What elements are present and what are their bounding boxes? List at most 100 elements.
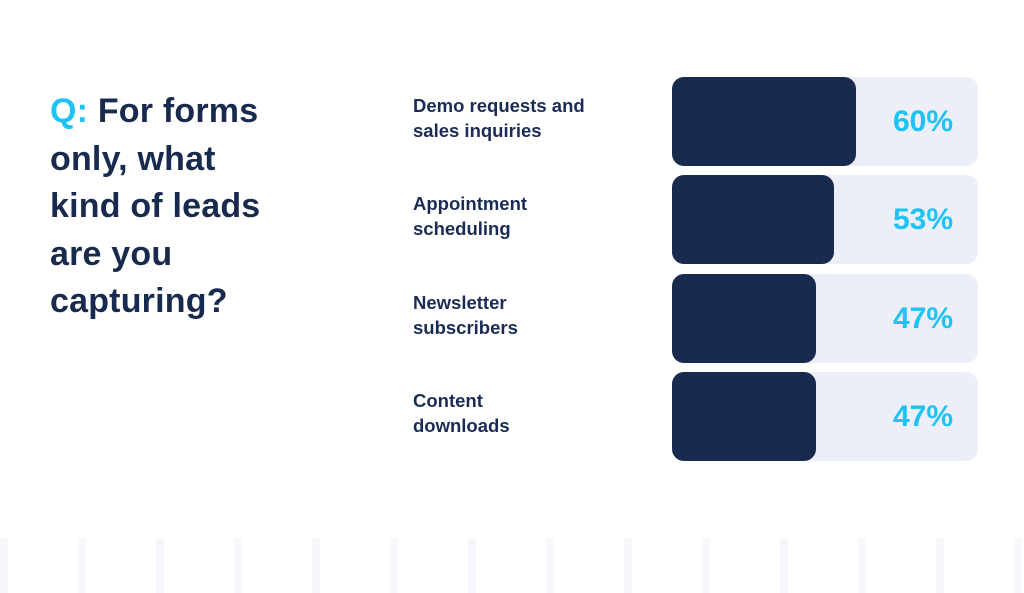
grid-cell	[554, 7, 624, 65]
grid-cell	[320, 139, 390, 197]
grid-cell	[1022, 271, 1024, 329]
grid-cell	[554, 403, 624, 461]
grid-cell	[554, 205, 624, 263]
grid-cell	[398, 535, 468, 593]
bar-label: Newsletter subscribers	[413, 290, 653, 340]
grid-cell	[8, 469, 78, 527]
grid-cell	[710, 7, 780, 65]
bar-fill	[672, 77, 856, 166]
bar-label-line-2: sales inquiries	[413, 120, 542, 141]
grid-cell	[398, 469, 468, 527]
grid-cell	[8, 403, 78, 461]
bar-label-line-1: Appointment	[413, 193, 528, 214]
bar-value: 47%	[892, 302, 953, 335]
grid-cell	[788, 535, 858, 593]
grid-cell	[164, 205, 234, 263]
grid-cell	[242, 139, 312, 197]
grid-cell	[476, 7, 546, 65]
grid-cell	[1022, 73, 1024, 131]
grid-cell	[86, 403, 156, 461]
grid-cell	[476, 139, 546, 197]
grid-cell	[320, 73, 390, 131]
grid-cell	[1022, 403, 1024, 461]
grid-cell	[164, 73, 234, 131]
grid-cell	[86, 139, 156, 197]
question-prefix: Q:	[50, 92, 89, 130]
grid-cell	[710, 469, 780, 527]
grid-cell	[632, 469, 702, 527]
grid-cell	[398, 73, 468, 131]
grid-cell	[8, 139, 78, 197]
grid-cell	[788, 7, 858, 65]
grid-cell	[320, 205, 390, 263]
grid-cell	[554, 139, 624, 197]
grid-cell	[242, 403, 312, 461]
grid-cell	[86, 7, 156, 65]
grid-cell	[476, 535, 546, 593]
grid-cell	[86, 469, 156, 527]
grid-cell	[242, 469, 312, 527]
grid-cell	[320, 271, 390, 329]
grid-cell	[164, 7, 234, 65]
bar-row-newsletter-subscribers: Newsletter subscribers 47%	[0, 274, 1024, 363]
bar-track: 60%	[672, 77, 978, 166]
grid-cell	[8, 337, 78, 395]
grid-cell	[788, 469, 858, 527]
grid-cell	[320, 403, 390, 461]
grid-cell	[866, 7, 936, 65]
bar-label-line-2: subscribers	[413, 317, 518, 338]
bar-track: 47%	[672, 274, 978, 363]
bar-label: Demo requests and sales inquiries	[413, 93, 653, 143]
grid-cell	[476, 271, 546, 329]
headline-line-2: only, what	[50, 139, 216, 178]
grid-cell	[398, 403, 468, 461]
grid-cell	[164, 337, 234, 395]
grid-cell	[398, 7, 468, 65]
bar-row-appointment-scheduling: Appointment scheduling 53%	[0, 175, 1024, 264]
grid-cell	[1022, 205, 1024, 263]
bar-value: 47%	[892, 400, 953, 433]
grid-cell	[86, 73, 156, 131]
grid-cell	[242, 73, 312, 131]
grid-cell	[476, 73, 546, 131]
bar-value: 60%	[892, 105, 953, 138]
bar-label-line-1: Demo requests and	[413, 95, 585, 116]
grid-cell	[398, 139, 468, 197]
grid-cell	[86, 535, 156, 593]
grid-cell	[476, 403, 546, 461]
grid-cell	[86, 205, 156, 263]
grid-cell	[1022, 7, 1024, 65]
grid-cell	[242, 205, 312, 263]
grid-cell	[242, 337, 312, 395]
bar-track: 47%	[672, 372, 978, 461]
grid-cell	[1022, 469, 1024, 527]
grid-cell	[1022, 337, 1024, 395]
grid-cell	[164, 535, 234, 593]
grid-cell	[476, 337, 546, 395]
grid-cell	[476, 205, 546, 263]
grid-cell	[164, 403, 234, 461]
grid-cell	[398, 337, 468, 395]
grid-cell	[398, 271, 468, 329]
bar-label-line-1: Newsletter	[413, 292, 507, 313]
grid-cell	[398, 205, 468, 263]
headline-line-3: kind of leads	[50, 187, 261, 225]
headline-line-5: capturing?	[50, 282, 228, 320]
grid-cell	[8, 535, 78, 593]
grid-cell	[320, 469, 390, 527]
question-headline: Q: For forms only, what kind of leads ar…	[50, 88, 350, 326]
grid-cell	[242, 535, 312, 593]
headline-line-4: are you	[50, 234, 173, 273]
grid-cell	[242, 271, 312, 329]
grid-cell	[554, 337, 624, 395]
grid-cell	[8, 205, 78, 263]
grid-cell	[242, 7, 312, 65]
bar-row-demo-requests: Demo requests and sales inquiries 60%	[0, 77, 1024, 166]
grid-cell	[164, 139, 234, 197]
bar-label: Appointment scheduling	[413, 191, 653, 241]
grid-cell	[632, 535, 702, 593]
grid-cell	[1022, 139, 1024, 197]
bar-fill	[672, 372, 816, 461]
bar-fill	[672, 274, 816, 363]
grid-cell	[86, 271, 156, 329]
